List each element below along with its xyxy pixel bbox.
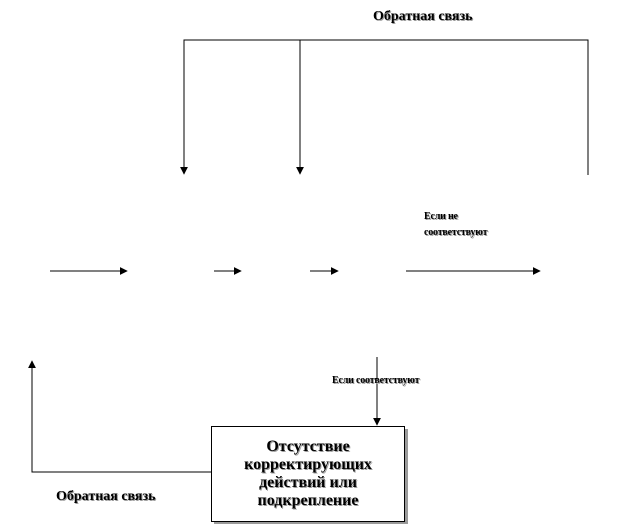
feedback-top-label: Обратная связь bbox=[373, 9, 473, 24]
if-not-match-label-line1: Если не bbox=[424, 211, 458, 222]
if-not-match-label-line2: соответствуют bbox=[424, 227, 488, 238]
if-match-label: Если соответствуют bbox=[332, 375, 420, 386]
bottom-feedback-connector bbox=[28, 360, 211, 473]
feedback-bottom-label: Обратная связь bbox=[56, 489, 156, 504]
no-corrective-action-text: Отсутствие корректирующих действий или п… bbox=[244, 438, 372, 509]
top-feedback-loop bbox=[180, 39, 589, 175]
no-corrective-action-box: Отсутствие корректирующих действий или п… bbox=[211, 426, 405, 522]
top-feedback-connector bbox=[180, 39, 589, 175]
